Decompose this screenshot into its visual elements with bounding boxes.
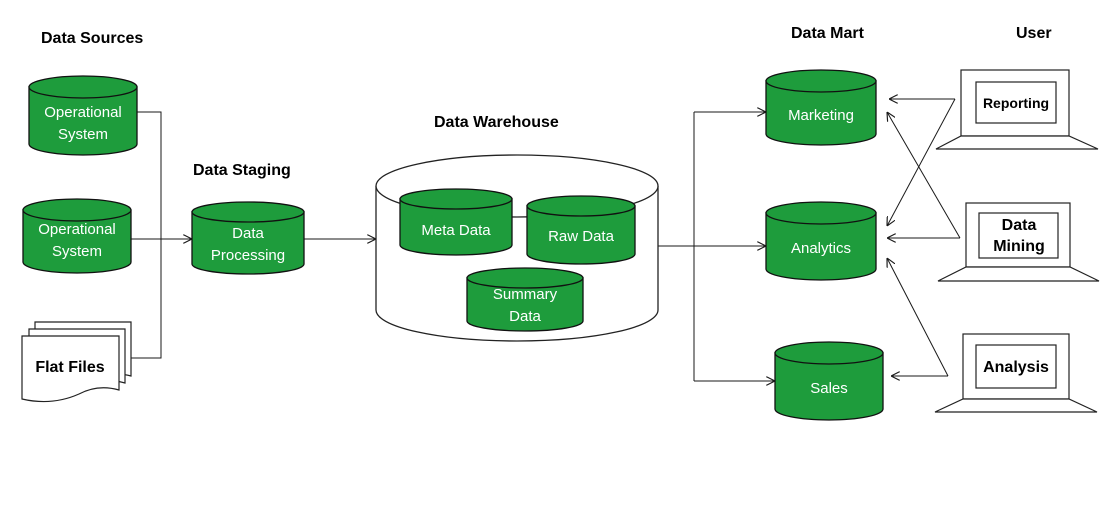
cylinder-top-operational-system-2 <box>22 198 132 222</box>
raw-data-label: Raw Data <box>548 228 615 245</box>
cylinder-body-data-processing <box>191 211 305 275</box>
reporting-to-analytics-arrow <box>887 98 956 226</box>
cylinder-top-summary-data <box>466 267 584 289</box>
summary-data-label-line2: Data <box>509 308 541 325</box>
header-data-sources: Data Sources <box>41 30 143 47</box>
analysis-to-analytics-arrow <box>887 258 949 377</box>
header-data-warehouse: Data Warehouse <box>434 114 559 131</box>
cylinder-body-operational-system-1 <box>28 86 138 156</box>
flat-files-stack: Flat Files <box>21 321 132 403</box>
cylinder-body-meta-data <box>399 198 513 256</box>
header-user: User <box>1016 25 1052 42</box>
analysis-label: Analysis <box>983 359 1049 376</box>
header-data-staging: Data Staging <box>193 162 291 179</box>
summary-data-label-line1: Summary <box>493 286 558 303</box>
cylinder-meta-data: Meta Data <box>399 188 513 256</box>
data-mining-label-line2: Mining <box>993 238 1045 255</box>
cylinder-top-data-processing <box>191 201 305 223</box>
cylinder-top-analytics <box>765 201 877 225</box>
operational-system-2-label-line1: Operational <box>38 221 116 238</box>
cylinder-analytics: Analytics <box>765 201 877 281</box>
cylinder-layer: OperationalSystemOperationalSystemDataPr… <box>22 69 884 421</box>
connector-lines <box>131 98 961 381</box>
data-mining-label-line1: Data <box>1002 217 1037 234</box>
cylinder-marketing: Marketing <box>765 69 877 146</box>
laptop-reporting: Reporting <box>935 69 1099 150</box>
operational-system-1-label-line2: System <box>58 126 108 143</box>
cylinder-top-meta-data <box>399 188 513 210</box>
sources-bus-line <box>131 111 162 359</box>
cylinder-body-analytics <box>765 212 877 281</box>
analytics-label: Analytics <box>791 240 851 257</box>
data-processing-label-line1: Data <box>232 225 264 242</box>
operational-system-2-label-line2: System <box>52 243 102 260</box>
operational-system-1-label-line1: Operational <box>44 104 122 121</box>
laptop-analysis: Analysis <box>934 333 1098 413</box>
sales-label: Sales <box>810 380 848 397</box>
cylinder-body-summary-data <box>466 277 584 332</box>
flat-files-label: Flat Files <box>35 359 104 376</box>
data-processing-label-line2: Processing <box>211 247 285 264</box>
cylinder-body-operational-system-2 <box>22 209 132 274</box>
cylinder-top-raw-data <box>526 195 636 217</box>
cylinder-top-sales <box>774 341 884 365</box>
cylinder-top-operational-system-1 <box>28 75 138 99</box>
header-data-mart: Data Mart <box>791 25 865 42</box>
cylinder-body-marketing <box>765 80 877 146</box>
cylinder-body-sales <box>774 352 884 421</box>
cylinder-body-raw-data <box>526 205 636 265</box>
cylinder-sales: Sales <box>774 341 884 421</box>
cylinder-top-marketing <box>765 69 877 93</box>
meta-data-label: Meta Data <box>421 222 491 239</box>
laptop-data-mining: Data Mining <box>937 202 1100 282</box>
flat-files-page-front <box>21 335 120 403</box>
mining-to-marketing-arrow <box>887 112 961 239</box>
cylinder-raw-data: Raw Data <box>526 195 636 265</box>
marketing-label: Marketing <box>788 107 854 124</box>
reporting-label: Reporting <box>983 95 1049 111</box>
